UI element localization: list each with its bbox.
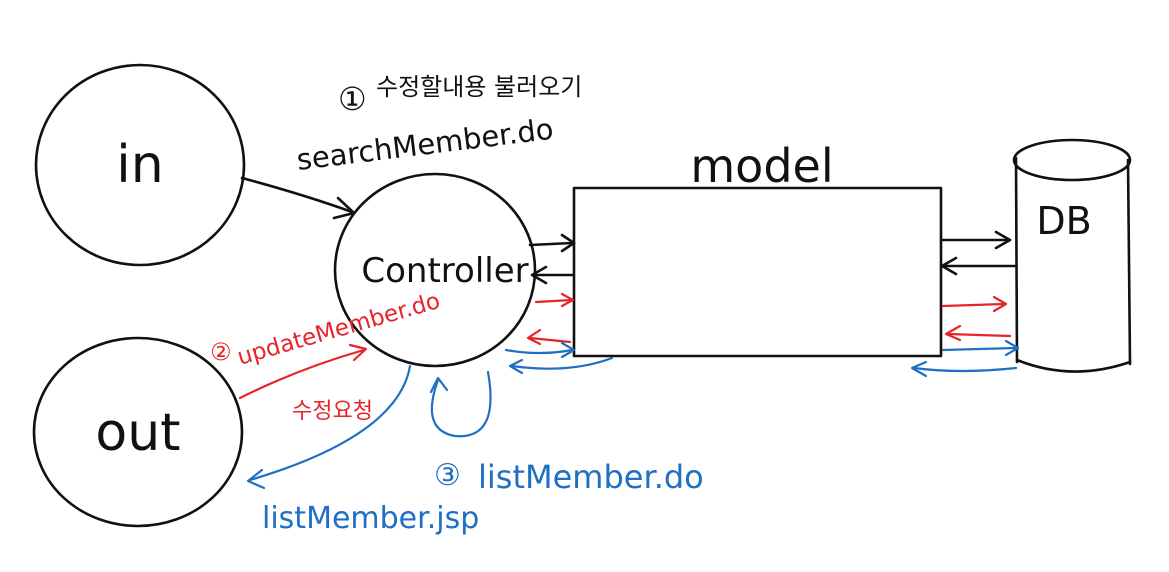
step1-label: ① 수정할내용 불러오기 searchMember.do <box>295 73 583 177</box>
step3-url: listMember.do <box>478 458 704 496</box>
arrow-blue-db-to-model <box>912 366 1018 373</box>
red-arrows <box>238 292 1012 400</box>
arrow-red-model-to-db <box>941 302 1006 308</box>
step1-text: 수정할내용 불러오기 <box>376 73 582 101</box>
arrow-blue-model-to-db <box>941 346 1018 352</box>
step1-url: searchMember.do <box>295 112 556 177</box>
in-node: in <box>34 63 246 267</box>
step2-number: ② <box>210 338 232 366</box>
in-label: in <box>116 135 163 195</box>
model-node: model <box>572 139 943 358</box>
view-label: listMember.jsp <box>262 501 479 536</box>
arrow-red-controller-to-model <box>534 298 574 304</box>
out-label: out <box>95 403 180 463</box>
step3-label: ③ listMember.do <box>434 458 704 496</box>
step1-number: ① <box>338 80 367 118</box>
model-label: model <box>690 139 833 193</box>
view-jsp: listMember.jsp <box>262 501 479 536</box>
out-node: out <box>32 336 244 528</box>
arrow-blue-controller-to-out <box>248 364 412 482</box>
arrow-controller-to-model <box>528 241 574 247</box>
controller-node: Controller <box>333 172 537 368</box>
arrow-blue-controller-to-model <box>504 348 574 355</box>
step2-text: 수정요청 <box>292 399 373 424</box>
arrow-in-to-controller <box>240 176 354 214</box>
step2-label: ② updateMember.do 수정요청 <box>210 288 443 424</box>
arrow-out-to-controller <box>238 348 366 400</box>
black-arrows <box>240 176 1018 285</box>
arrow-red-model-to-controller <box>528 336 572 344</box>
arrow-blue-redirect-loop <box>430 370 492 438</box>
controller-label: Controller <box>361 251 528 291</box>
arrow-red-db-to-model <box>946 332 1012 338</box>
db-label: DB <box>1036 199 1091 243</box>
arrow-blue-model-to-controller <box>510 356 614 370</box>
db-node: DB <box>1012 138 1132 373</box>
blue-arrows <box>246 339 1020 490</box>
step3-number: ③ <box>434 458 461 493</box>
